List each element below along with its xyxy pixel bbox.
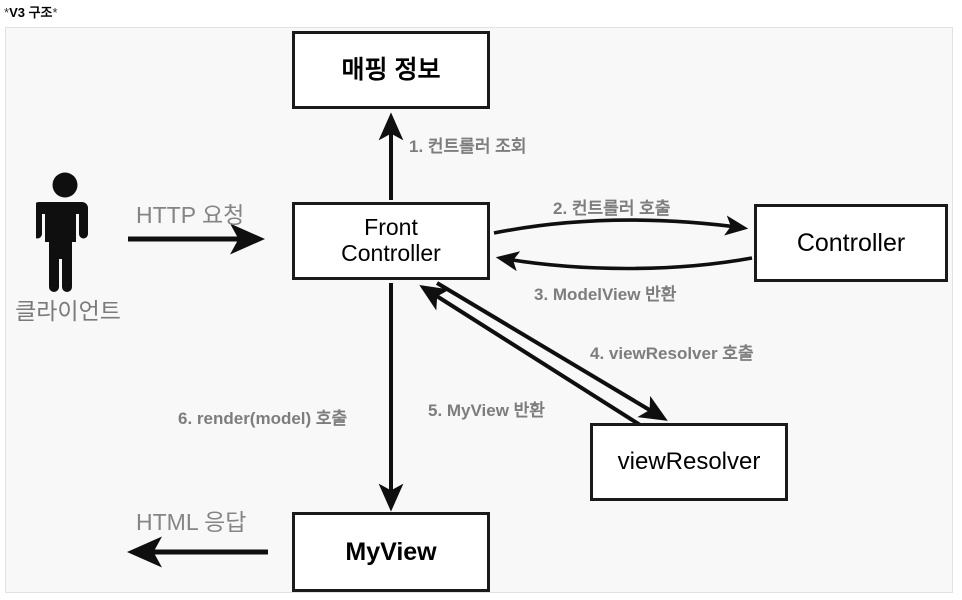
title-text: V3 구조 [9,5,53,20]
label-step6: 6. render(model) 호출 [178,409,348,428]
node-myview[interactable]: MyView [292,512,490,592]
label-step4: 4. viewResolver 호출 [590,344,754,363]
node-view-resolver[interactable]: viewResolver [590,423,788,501]
node-mapping-info[interactable]: 매핑 정보 [292,31,490,109]
label-step1: 1. 컨트롤러 조회 [409,137,527,156]
actor-label: 클라이언트 [15,298,121,324]
label-http-request: HTTP 요청 [136,202,245,228]
node-front-controller[interactable]: Front Controller [292,202,490,280]
title-suffix-asterisk: * [52,5,58,20]
person-icon [36,172,88,292]
label-step5: 5. MyView 반환 [428,401,545,420]
label-step2: 2. 컨트롤러 호출 [553,199,671,218]
label-html-response: HTML 응답 [136,509,247,535]
page-title: *V3 구조* [4,2,58,21]
title-prefix-asterisk: * [4,5,10,20]
node-controller[interactable]: Controller [754,204,948,282]
label-step3: 3. ModelView 반환 [534,285,677,304]
